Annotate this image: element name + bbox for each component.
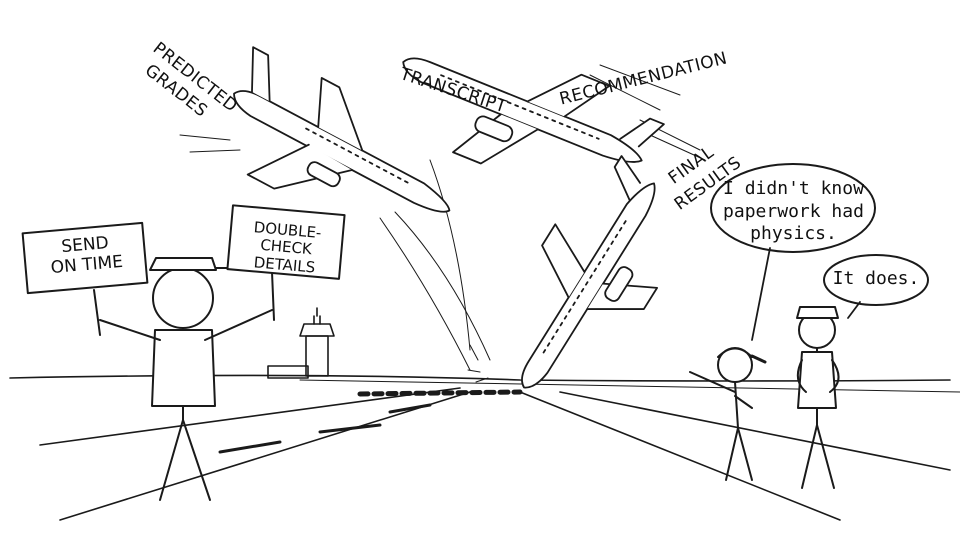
woman-speech-line2: paperwork had (723, 200, 864, 222)
woman-speech: I didn't know paperwork had physics. (716, 178, 871, 246)
woman-figure (689, 347, 767, 481)
woman-speech-line3: physics. (750, 223, 837, 244)
speech-bubble-officer (823, 254, 929, 319)
officer-speech: It does. (832, 268, 920, 289)
airplane-transcript (402, 57, 665, 165)
speech-bubble-woman (710, 163, 876, 341)
sign-send-on-time (21, 221, 149, 295)
woman-speech-line1: I didn't know (723, 178, 864, 199)
airplane-predicted-grades (233, 46, 451, 213)
sign-right-text: DOUBLE-CHECK DETAILS (228, 217, 344, 278)
sign-double-check (226, 204, 346, 280)
ground-crew-left (93, 257, 275, 501)
control-tower (267, 307, 335, 379)
airplane-final-results (521, 155, 658, 389)
officer-figure (796, 306, 840, 489)
motion-lines (179, 64, 706, 383)
